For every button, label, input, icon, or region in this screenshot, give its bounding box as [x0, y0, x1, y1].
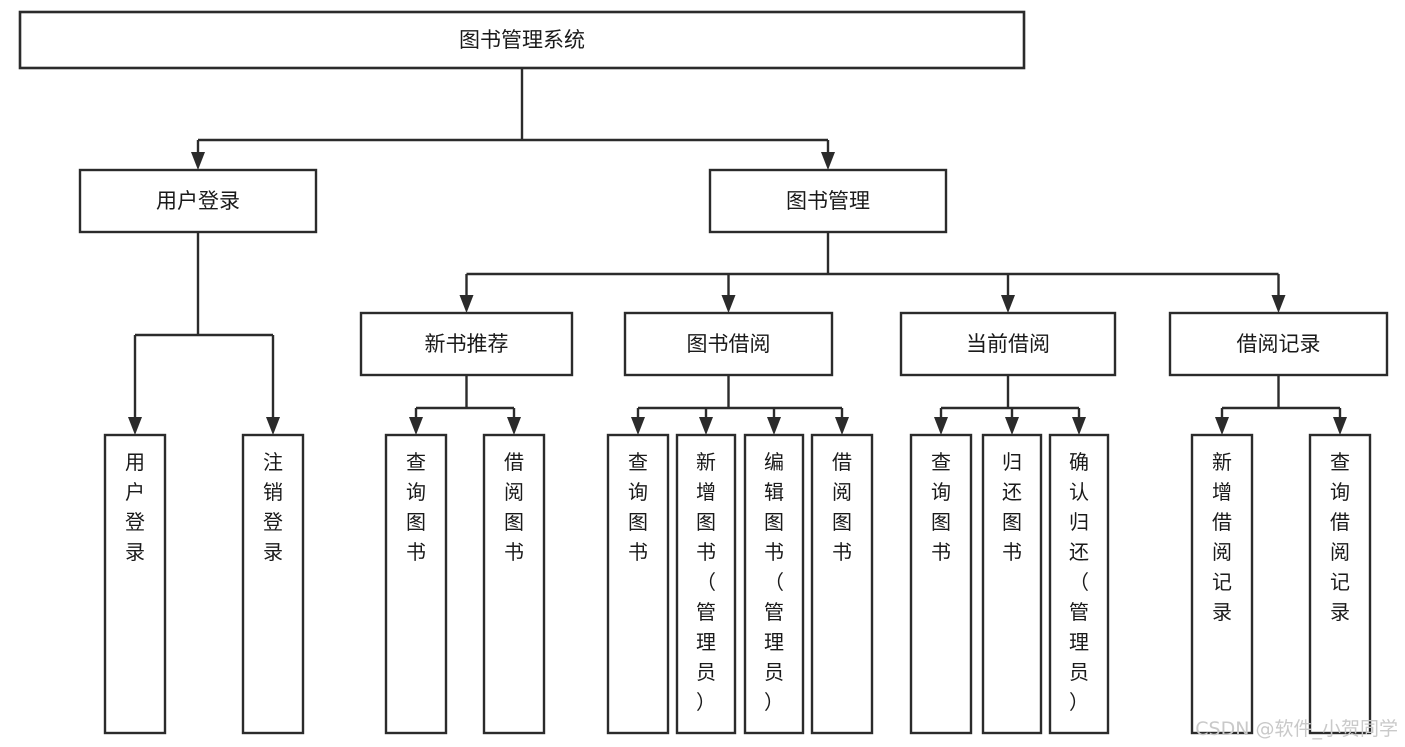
node-leaf-return-book[interactable]: 归还图书: [981, 433, 1043, 735]
csdn-watermark: CSDN @软件_小贺同学: [1195, 718, 1398, 740]
arrow-head-book-management: [821, 152, 835, 170]
node-label-book-management: 图书管理: [786, 189, 870, 213]
arrow-head-leaf-edit-book: [767, 417, 781, 435]
node-label-leaf-query-book-cb: 查询图书: [931, 450, 951, 564]
node-label-leaf-confirm-return: 确认归还（管理员）: [1069, 450, 1089, 714]
node-box-leaf-confirm-return[interactable]: [1048, 433, 1110, 735]
node-box-leaf-user-login[interactable]: [103, 433, 167, 735]
node-leaf-user-login[interactable]: 用户登录: [103, 433, 167, 735]
node-box-leaf-logout[interactable]: [241, 433, 305, 735]
node-label-leaf-logout: 注销登录: [263, 450, 283, 564]
node-root[interactable]: 图书管理系统: [18, 10, 1026, 70]
node-box-leaf-return-book[interactable]: [981, 433, 1043, 735]
node-label-borrow-record: 借阅记录: [1237, 332, 1321, 356]
connector-group-new-book-recommend: [409, 375, 521, 435]
node-label-leaf-return-book: 归还图书: [1002, 450, 1022, 564]
arrow-head-leaf-query-record: [1333, 417, 1347, 435]
node-leaf-logout[interactable]: 注销登录: [241, 433, 305, 735]
connector-group-root: [191, 68, 835, 170]
connector-group-user-login: [128, 232, 280, 435]
node-box-leaf-borrow-book-rec[interactable]: [482, 433, 546, 735]
node-box-root[interactable]: [18, 10, 1026, 70]
arrow-head-book-borrow: [721, 295, 736, 313]
arrow-head-current-borrow: [1001, 295, 1015, 313]
arrow-head-borrow-record: [1271, 295, 1286, 313]
connector-group-book-borrow: [631, 375, 849, 435]
node-leaf-query-record[interactable]: 查询借阅记录: [1308, 433, 1372, 735]
node-box-leaf-query-book-rec[interactable]: [384, 433, 448, 735]
node-leaf-add-book[interactable]: 新增图书（管理员）: [675, 433, 737, 735]
node-label-leaf-query-record: 查询借阅记录: [1330, 450, 1350, 624]
arrow-head-leaf-logout: [266, 417, 280, 435]
node-box-current-borrow[interactable]: [899, 311, 1117, 377]
connector-group-current-borrow: [934, 375, 1086, 435]
node-box-leaf-edit-book[interactable]: [743, 433, 805, 735]
node-leaf-query-book-br[interactable]: 查询图书: [606, 433, 670, 735]
node-leaf-edit-book[interactable]: 编辑图书（管理员）: [743, 433, 805, 735]
arrow-head-leaf-add-record: [1215, 417, 1229, 435]
arrow-head-leaf-confirm-return: [1072, 417, 1086, 435]
node-leaf-borrow-book-rec[interactable]: 借阅图书: [482, 433, 546, 735]
node-box-leaf-add-record[interactable]: [1190, 433, 1254, 735]
node-current-borrow[interactable]: 当前借阅: [899, 311, 1117, 377]
node-box-leaf-query-record[interactable]: [1308, 433, 1372, 735]
node-box-leaf-add-book[interactable]: [675, 433, 737, 735]
connector-group-book-management: [459, 232, 1286, 313]
node-box-leaf-query-book-cb[interactable]: [909, 433, 973, 735]
arrow-head-leaf-user-login: [128, 417, 142, 435]
node-box-borrow-record[interactable]: [1168, 311, 1389, 377]
node-label-leaf-add-book: 新增图书（管理员）: [696, 450, 716, 714]
node-box-user-login[interactable]: [78, 168, 318, 234]
node-label-leaf-query-book-rec: 查询图书: [406, 450, 426, 564]
arrow-head-leaf-borrow-book-br: [835, 417, 849, 435]
node-label-leaf-query-book-br: 查询图书: [628, 450, 648, 564]
node-label-leaf-add-record: 新增借阅记录: [1212, 450, 1232, 624]
arrow-head-leaf-query-book-rec: [409, 417, 423, 435]
node-new-book-recommend[interactable]: 新书推荐: [359, 311, 574, 377]
node-leaf-query-book-cb[interactable]: 查询图书: [909, 433, 973, 735]
node-label-book-borrow: 图书借阅: [687, 332, 771, 356]
arrow-head-leaf-query-book-cb: [934, 417, 948, 435]
node-label-root: 图书管理系统: [459, 28, 585, 52]
connector-group-borrow-record: [1215, 375, 1347, 435]
node-user-login[interactable]: 用户登录: [78, 168, 318, 234]
node-label-leaf-edit-book: 编辑图书（管理员）: [764, 450, 784, 714]
node-label-leaf-user-login: 用户登录: [125, 450, 145, 564]
arrow-head-user-login: [191, 152, 205, 170]
node-label-leaf-borrow-book-rec: 借阅图书: [504, 450, 524, 564]
node-leaf-confirm-return[interactable]: 确认归还（管理员）: [1048, 433, 1110, 735]
node-box-book-borrow[interactable]: [623, 311, 834, 377]
node-label-leaf-borrow-book-br: 借阅图书: [832, 450, 852, 564]
node-box-leaf-query-book-br[interactable]: [606, 433, 670, 735]
node-leaf-query-book-rec[interactable]: 查询图书: [384, 433, 448, 735]
node-borrow-record[interactable]: 借阅记录: [1168, 311, 1389, 377]
node-book-management[interactable]: 图书管理: [708, 168, 948, 234]
node-box-book-management[interactable]: [708, 168, 948, 234]
node-label-user-login: 用户登录: [156, 189, 240, 213]
arrow-head-leaf-return-book: [1005, 417, 1019, 435]
connector-layer: [128, 68, 1347, 435]
node-leaf-borrow-book-br[interactable]: 借阅图书: [810, 433, 874, 735]
arrow-head-leaf-add-book: [699, 417, 713, 435]
node-leaf-add-record[interactable]: 新增借阅记录: [1190, 433, 1254, 735]
node-label-new-book-recommend: 新书推荐: [425, 332, 509, 356]
arrow-head-leaf-borrow-book-rec: [507, 417, 521, 435]
node-layer: 图书管理系统用户登录图书管理新书推荐图书借阅当前借阅借阅记录用户登录注销登录查询…: [18, 10, 1389, 735]
node-box-leaf-borrow-book-br[interactable]: [810, 433, 874, 735]
node-book-borrow[interactable]: 图书借阅: [623, 311, 834, 377]
node-box-new-book-recommend[interactable]: [359, 311, 574, 377]
arrow-head-new-book-recommend: [459, 295, 474, 313]
node-label-current-borrow: 当前借阅: [966, 332, 1050, 356]
arrow-head-leaf-query-book-br: [631, 417, 645, 435]
